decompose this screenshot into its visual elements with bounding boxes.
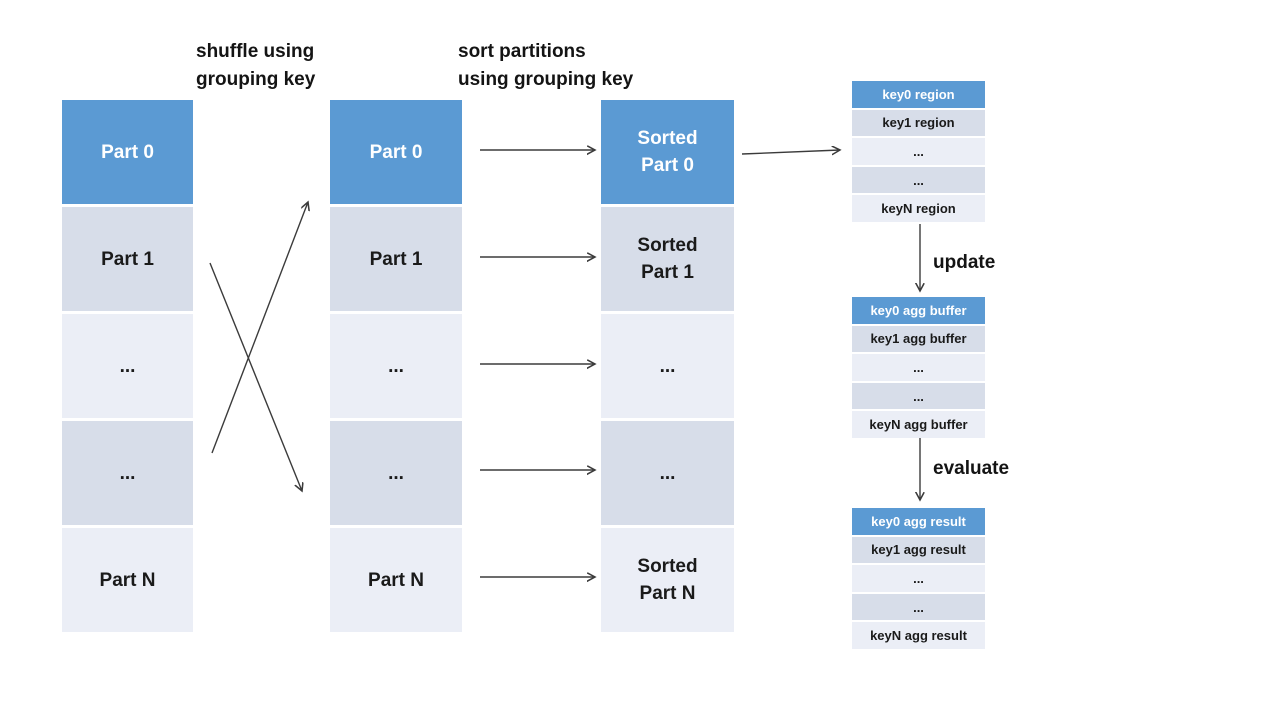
- key-row: keyN region: [852, 195, 985, 222]
- partition-cell: ...: [62, 314, 193, 418]
- partition-cell: Sorted Part 0: [601, 100, 734, 204]
- sorted-partitions-column: Sorted Part 0 Sorted Part 1 ... ... Sort…: [601, 100, 734, 632]
- update-label: update: [933, 252, 996, 273]
- key-row: ...: [852, 138, 985, 165]
- key-region-table: key0 region key1 region ... ... keyN reg…: [852, 81, 985, 222]
- key-row: key1 agg result: [852, 536, 985, 564]
- partition-cell: ...: [330, 421, 462, 525]
- partition-cell: ...: [601, 421, 734, 525]
- input-partitions-column: Part 0 Part 1 ... ... Part N: [62, 100, 193, 632]
- agg-result-table: key0 agg result key1 agg result ... ... …: [852, 508, 985, 649]
- to-key-regions-arrow: [741, 150, 840, 154]
- partition-cell: ...: [62, 421, 193, 525]
- shuffle-stage-label: shuffle using grouping key: [196, 41, 316, 90]
- key-row: ...: [852, 593, 985, 621]
- partition-cell: Part 0: [62, 100, 193, 204]
- key-row: key0 region: [852, 81, 985, 108]
- key-row: ...: [852, 354, 985, 381]
- key-row: key0 agg result: [852, 508, 985, 535]
- shuffle-arrow-down: [209, 262, 302, 491]
- partition-cell: Part 1: [330, 207, 462, 311]
- agg-buffer-table: key0 agg buffer key1 agg buffer ... ... …: [852, 297, 985, 438]
- key-row: key0 agg buffer: [852, 297, 985, 324]
- key-row: ...: [852, 382, 985, 410]
- partition-cell: Part N: [62, 528, 193, 632]
- partition-cell: Sorted Part N: [601, 528, 734, 632]
- key-row: ...: [852, 565, 985, 592]
- sort-stage-label: sort partitions using grouping key: [458, 41, 634, 90]
- partition-cell: Part 1: [62, 207, 193, 311]
- key-row: keyN agg buffer: [852, 411, 985, 438]
- shuffle-arrow-up: [211, 202, 308, 454]
- key-row: key1 agg buffer: [852, 325, 985, 353]
- partition-cell: ...: [601, 314, 734, 418]
- partition-cell: Part N: [330, 528, 462, 632]
- key-row: ...: [852, 166, 985, 194]
- partition-cell: Sorted Part 1: [601, 207, 734, 311]
- evaluate-label: evaluate: [933, 458, 1010, 479]
- partition-cell: ...: [330, 314, 462, 418]
- partition-cell: Part 0: [330, 100, 462, 204]
- key-row: keyN agg result: [852, 622, 985, 649]
- key-row: key1 region: [852, 109, 985, 137]
- shuffled-partitions-column: Part 0 Part 1 ... ... Part N: [330, 100, 462, 632]
